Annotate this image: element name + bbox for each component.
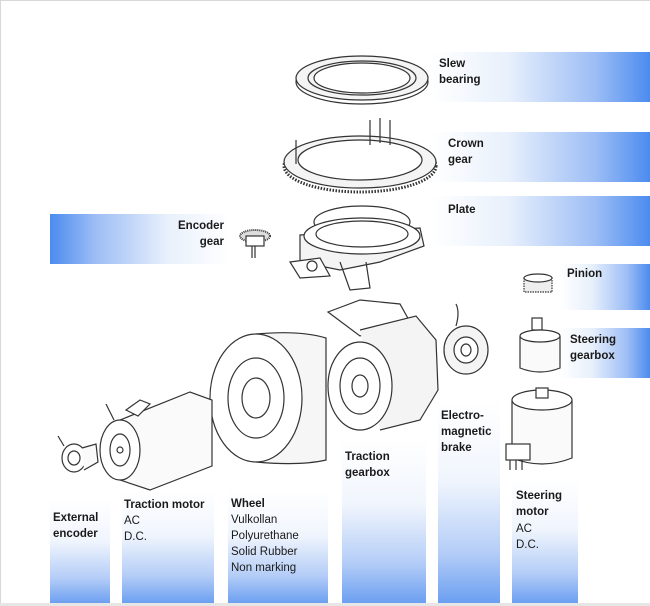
band-encoder-gear	[50, 214, 230, 264]
traction-motor-drawing	[99, 391, 213, 491]
encoder-gear-drawing	[239, 229, 271, 258]
left-border	[0, 0, 1, 606]
steering-gearbox-drawing	[519, 317, 561, 373]
band-pinion	[560, 264, 650, 310]
band-crown-gear	[432, 132, 650, 182]
band-plate	[432, 196, 650, 246]
wheel-drawing	[209, 332, 327, 465]
band-slew-bearing	[432, 52, 650, 102]
plate-drawing	[288, 205, 425, 291]
band-traction-gearbox	[342, 440, 426, 604]
top-border	[0, 0, 650, 1]
bottom-border	[0, 603, 650, 606]
steering-motor-drawing	[505, 387, 573, 470]
band-external-encoder	[50, 500, 110, 604]
label-wheel: Wheel	[231, 498, 265, 510]
band-steering-gearbox	[560, 328, 650, 378]
band-traction-motor	[122, 490, 214, 604]
band-electromagnetic-brake	[438, 400, 500, 604]
traction-gearbox-drawing	[326, 299, 439, 431]
pinion-drawing	[523, 273, 553, 293]
external-encoder-drawing	[57, 435, 99, 473]
band-wheel	[228, 490, 328, 604]
label-plate: Plate	[448, 204, 476, 216]
band-steering-motor	[512, 480, 578, 604]
electromagnetic-brake-drawing	[443, 303, 489, 375]
label-traction-motor: Traction motor	[124, 499, 205, 511]
slew-bearing-drawing	[295, 55, 429, 105]
label-pinion: Pinion	[567, 268, 603, 280]
crown-gear-drawing	[282, 118, 438, 194]
